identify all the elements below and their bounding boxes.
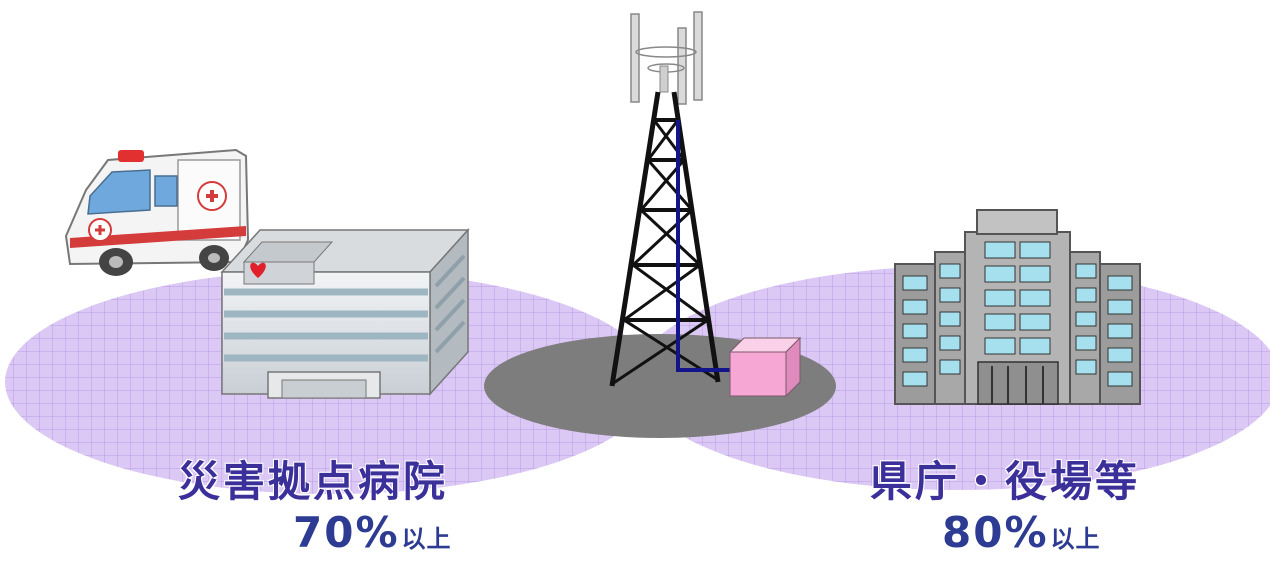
hospital-target-percent: 70%以上 xyxy=(293,508,452,557)
equipment-box-icon xyxy=(728,336,802,398)
radio-tower-icon xyxy=(609,11,734,387)
hospital-target-suffix: 以上 xyxy=(401,525,452,553)
hospital-zone-label: 災害拠点病院 xyxy=(178,457,449,506)
government-target-value: 80% xyxy=(942,508,1049,557)
hospital-target-value: 70% xyxy=(293,508,400,557)
ambulance-icon xyxy=(64,148,250,276)
government-building-icon xyxy=(894,209,1141,405)
government-zone-label: 県庁・役場等 xyxy=(870,457,1141,506)
hospital-building-icon xyxy=(220,228,470,399)
government-target-suffix: 以上 xyxy=(1050,525,1101,553)
government-target-percent: 80%以上 xyxy=(942,508,1101,557)
